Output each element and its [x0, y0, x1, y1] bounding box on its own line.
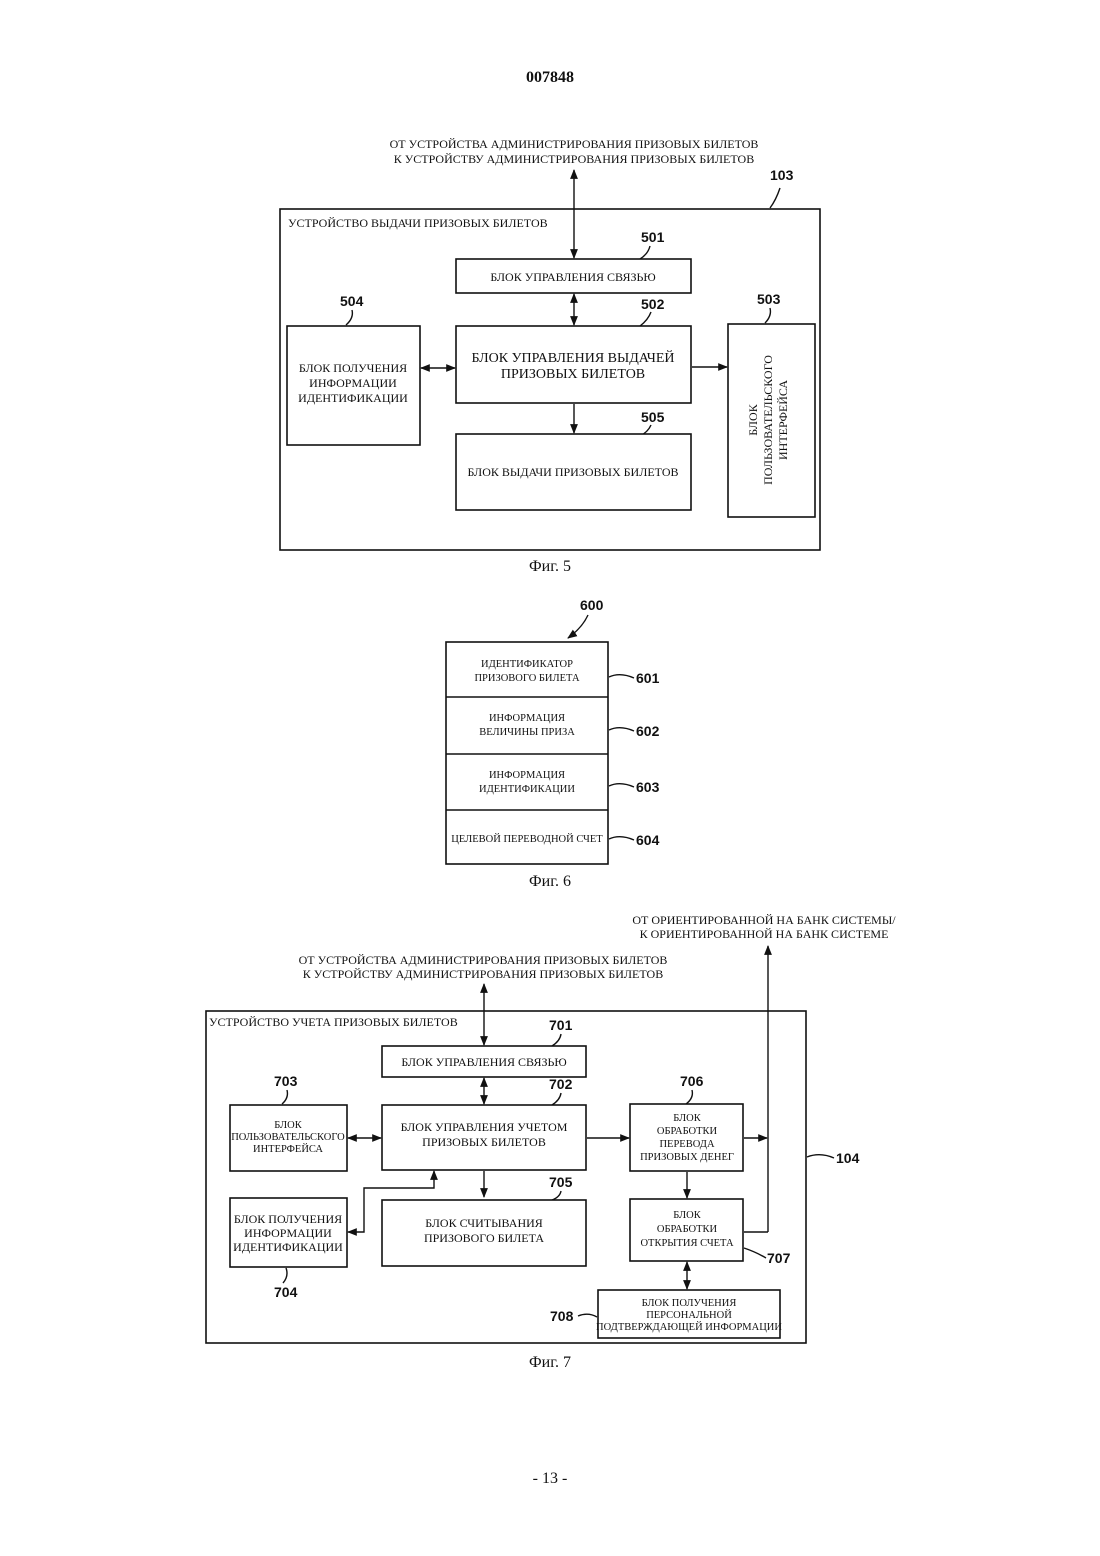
fig7-bank-line1: ОТ ОРИЕНТИРОВАННОЙ НА БАНК СИСТЕМЫ/ — [632, 913, 896, 927]
fig6-row-602-line1: ИНФОРМАЦИЯ — [489, 713, 565, 724]
fig5-box-504-line3: ИДЕНТИФИКАЦИИ — [298, 391, 408, 405]
fig7-box-706-line4: ПРИЗОВЫХ ДЕНЕГ — [640, 1152, 734, 1163]
doc-number: 007848 — [526, 69, 574, 86]
fig5-top-line1: ОТ УСТРОЙСТВА АДМИНИСТРИРОВАНИЯ ПРИЗОВЫХ… — [390, 137, 759, 151]
fig7-ref-701: 701 — [549, 1017, 573, 1033]
fig6-row-603-line2: ИДЕНТИФИКАЦИИ — [479, 784, 575, 795]
fig7-box-707-line2: ОБРАБОТКИ — [657, 1224, 718, 1235]
fig7-ref-704-leader — [283, 1268, 287, 1283]
fig5-box-502-line2: ПРИЗОВЫХ БИЛЕТОВ — [501, 367, 645, 382]
fig7-ref-704: 704 — [274, 1284, 298, 1300]
fig5-box-503-line2: ПОЛЬЗОВАТЕЛЬСКОГО — [761, 355, 775, 485]
fig6-row-602-line2: ВЕЛИЧИНЫ ПРИЗА — [479, 727, 575, 738]
fig7-box-704-line1: БЛОК ПОЛУЧЕНИЯ — [234, 1212, 342, 1226]
fig6-caption: Фиг. 6 — [529, 873, 571, 890]
fig5-ref-505: 505 — [641, 409, 665, 425]
fig5-ref-501-leader — [640, 246, 650, 259]
fig6-ref-603: 603 — [636, 779, 660, 795]
fig7-box-703-line1: БЛОК — [274, 1120, 302, 1131]
fig6-ref-604-leader — [609, 837, 634, 840]
fig6: 600 ИДЕНТИФИКАТОР ПРИЗОВОГО БИЛЕТА 601 И… — [446, 597, 660, 890]
fig5-ref-504-leader — [346, 310, 352, 325]
fig6-ref-601: 601 — [636, 670, 660, 686]
fig7-ref-706: 706 — [680, 1073, 704, 1089]
fig7-top-line2: К УСТРОЙСТВУ АДМИНИСТРИРОВАНИЯ ПРИЗОВЫХ … — [303, 967, 663, 981]
fig7-box-708-line1: БЛОК ПОЛУЧЕНИЯ — [642, 1298, 737, 1309]
fig5-box-505-label: БЛОК ВЫДАЧИ ПРИЗОВЫХ БИЛЕТОВ — [467, 465, 678, 479]
fig5-caption: Фиг. 5 — [529, 558, 571, 575]
fig5-box-501-label: БЛОК УПРАВЛЕНИЯ СВЯЗЬЮ — [490, 270, 655, 284]
fig7-ref-708: 708 — [550, 1308, 574, 1324]
fig5-ref-device: 103 — [770, 167, 794, 183]
fig5-ref-device-leader — [770, 188, 780, 208]
fig5-box-503-line3: ИНТЕРФЕЙСА — [776, 380, 790, 460]
fig5-box-504-line2: ИНФОРМАЦИИ — [309, 376, 397, 390]
fig5-device-label: УСТРОЙСТВО ВЫДАЧИ ПРИЗОВЫХ БИЛЕТОВ — [288, 216, 548, 230]
fig7-box-706-line2: ОБРАБОТКИ — [657, 1126, 718, 1137]
fig7-box-701-label: БЛОК УПРАВЛЕНИЯ СВЯЗЬЮ — [401, 1055, 566, 1069]
fig6-ref-600: 600 — [580, 597, 604, 613]
fig5-top-line2: К УСТРОЙСТВУ АДМИНИСТРИРОВАНИЯ ПРИЗОВЫХ … — [394, 152, 754, 166]
fig6-ref-604: 604 — [636, 832, 660, 848]
fig6-row-604-label: ЦЕЛЕВОЙ ПЕРЕВОДНОЙ СЧЕТ — [451, 833, 603, 845]
fig7-box-704-line3: ИДЕНТИФИКАЦИИ — [233, 1240, 343, 1254]
fig5-box-502-line1: БЛОК УПРАВЛЕНИЯ ВЫДАЧЕЙ — [471, 349, 674, 366]
fig7-ref-707-leader — [744, 1248, 766, 1258]
fig7-ref-707: 707 — [767, 1250, 791, 1266]
fig5-ref-502: 502 — [641, 296, 665, 312]
fig7: ОТ ОРИЕНТИРОВАННОЙ НА БАНК СИСТЕМЫ/ К ОР… — [206, 913, 896, 1371]
fig7-box-708-line3: ПОДТВЕРЖДАЮЩЕЙ ИНФОРМАЦИИ — [596, 1321, 782, 1333]
fig7-caption: Фиг. 7 — [529, 1354, 571, 1371]
fig7-ref-701-leader — [552, 1034, 561, 1046]
fig7-box-703-line3: ИНТЕРФЕЙСА — [253, 1143, 323, 1155]
fig7-box-705-line1: БЛОК СЧИТЫВАНИЯ — [425, 1216, 543, 1230]
fig7-box-707-line1: БЛОК — [673, 1210, 701, 1221]
fig7-box-702-line1: БЛОК УПРАВЛЕНИЯ УЧЕТОМ — [401, 1120, 568, 1134]
fig5-ref-501: 501 — [641, 229, 665, 245]
fig7-device-label: УСТРОЙСТВО УЧЕТА ПРИЗОВЫХ БИЛЕТОВ — [209, 1015, 458, 1029]
fig7-box-708-line2: ПЕРСОНАЛЬНОЙ — [646, 1309, 732, 1321]
fig7-ref-705: 705 — [549, 1174, 573, 1190]
fig7-ref-706-leader — [686, 1090, 692, 1104]
fig5-ref-503: 503 — [757, 291, 781, 307]
fig5-ref-504: 504 — [340, 293, 364, 309]
fig7-box-704-line2: ИНФОРМАЦИИ — [244, 1226, 332, 1240]
fig6-ref-600-leader — [568, 615, 588, 638]
fig6-ref-601-leader — [609, 675, 634, 678]
fig7-ref-device: 104 — [836, 1150, 860, 1166]
fig6-ref-602-leader — [609, 728, 634, 731]
fig7-ref-705-leader — [552, 1191, 561, 1200]
fig7-bank-line2: К ОРИЕНТИРОВАННОЙ НА БАНК СИСТЕМЕ — [640, 927, 889, 941]
fig7-ref-703: 703 — [274, 1073, 298, 1089]
fig7-box-703-line2: ПОЛЬЗОВАТЕЛЬСКОГО — [231, 1132, 345, 1143]
fig5-ref-503-leader — [765, 308, 770, 323]
fig6-row-601-line1: ИДЕНТИФИКАТОР — [481, 659, 573, 670]
fig6-row-603-line1: ИНФОРМАЦИЯ — [489, 770, 565, 781]
fig7-ref-708-leader — [578, 1314, 597, 1317]
fig7-box-706-line1: БЛОК — [673, 1113, 701, 1124]
fig6-row-601-line2: ПРИЗОВОГО БИЛЕТА — [474, 673, 579, 684]
fig5-box-503-line1: БЛОК — [746, 403, 760, 435]
fig7-ref-702-leader — [552, 1093, 561, 1105]
fig7-box-702-line2: ПРИЗОВЫХ БИЛЕТОВ — [422, 1135, 546, 1149]
page-number: - 13 - — [533, 1470, 568, 1487]
fig7-box-706-line3: ПЕРЕВОДА — [659, 1139, 714, 1150]
fig5-box-504-line1: БЛОК ПОЛУЧЕНИЯ — [299, 361, 407, 375]
fig7-ref-device-leader — [807, 1155, 834, 1158]
fig5: ОТ УСТРОЙСТВА АДМИНИСТРИРОВАНИЯ ПРИЗОВЫХ… — [280, 137, 820, 575]
fig6-ref-602: 602 — [636, 723, 660, 739]
fig7-ref-703-leader — [282, 1090, 287, 1104]
fig7-box-707-line3: ОТКРЫТИЯ СЧЕТА — [640, 1238, 733, 1249]
fig7-ref-702: 702 — [549, 1076, 573, 1092]
fig5-ref-502-leader — [640, 312, 651, 326]
fig6-ref-603-leader — [609, 784, 634, 787]
fig7-box-705-line2: ПРИЗОВОГО БИЛЕТА — [424, 1231, 544, 1245]
fig7-top-line1: ОТ УСТРОЙСТВА АДМИНИСТРИРОВАНИЯ ПРИЗОВЫХ… — [299, 953, 668, 967]
